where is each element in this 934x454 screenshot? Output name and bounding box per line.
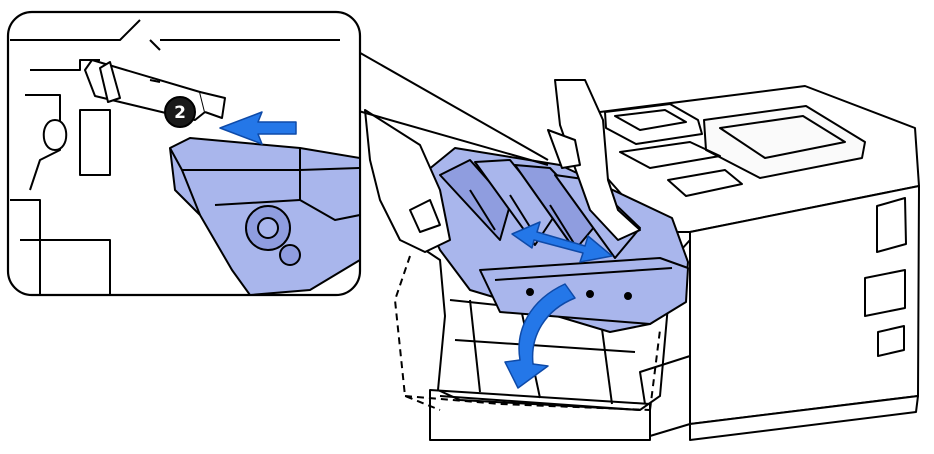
- curved-down-arrow-icon: [504, 283, 576, 389]
- hands: [364, 79, 641, 253]
- printer-body: [429, 85, 920, 441]
- callout-inset: 2: [6, 10, 549, 297]
- push-arrow-icon: [219, 111, 297, 145]
- callout-number-badge: 2: [164, 96, 196, 128]
- callout-number-text: 2: [174, 103, 186, 123]
- slide-arrow-icon: [511, 221, 613, 263]
